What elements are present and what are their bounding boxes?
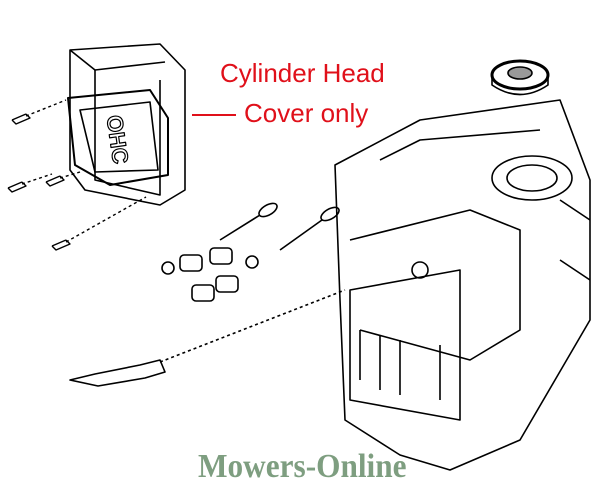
ohc-stamp: OHC bbox=[102, 114, 134, 166]
engine-block bbox=[334, 99, 591, 471]
oil-seal bbox=[490, 59, 550, 96]
callout-line-2: Cover only bbox=[244, 98, 369, 128]
cylinder-head-cover: OHC bbox=[67, 43, 186, 206]
spark-plug bbox=[69, 289, 346, 387]
watermark: Mowers-Online bbox=[198, 448, 407, 485]
cover-bolts bbox=[7, 99, 147, 251]
callout-leader-line bbox=[192, 114, 236, 116]
valves bbox=[219, 202, 340, 251]
callout-line-1: Cylinder Head bbox=[220, 58, 385, 88]
valve-springs bbox=[161, 247, 259, 302]
